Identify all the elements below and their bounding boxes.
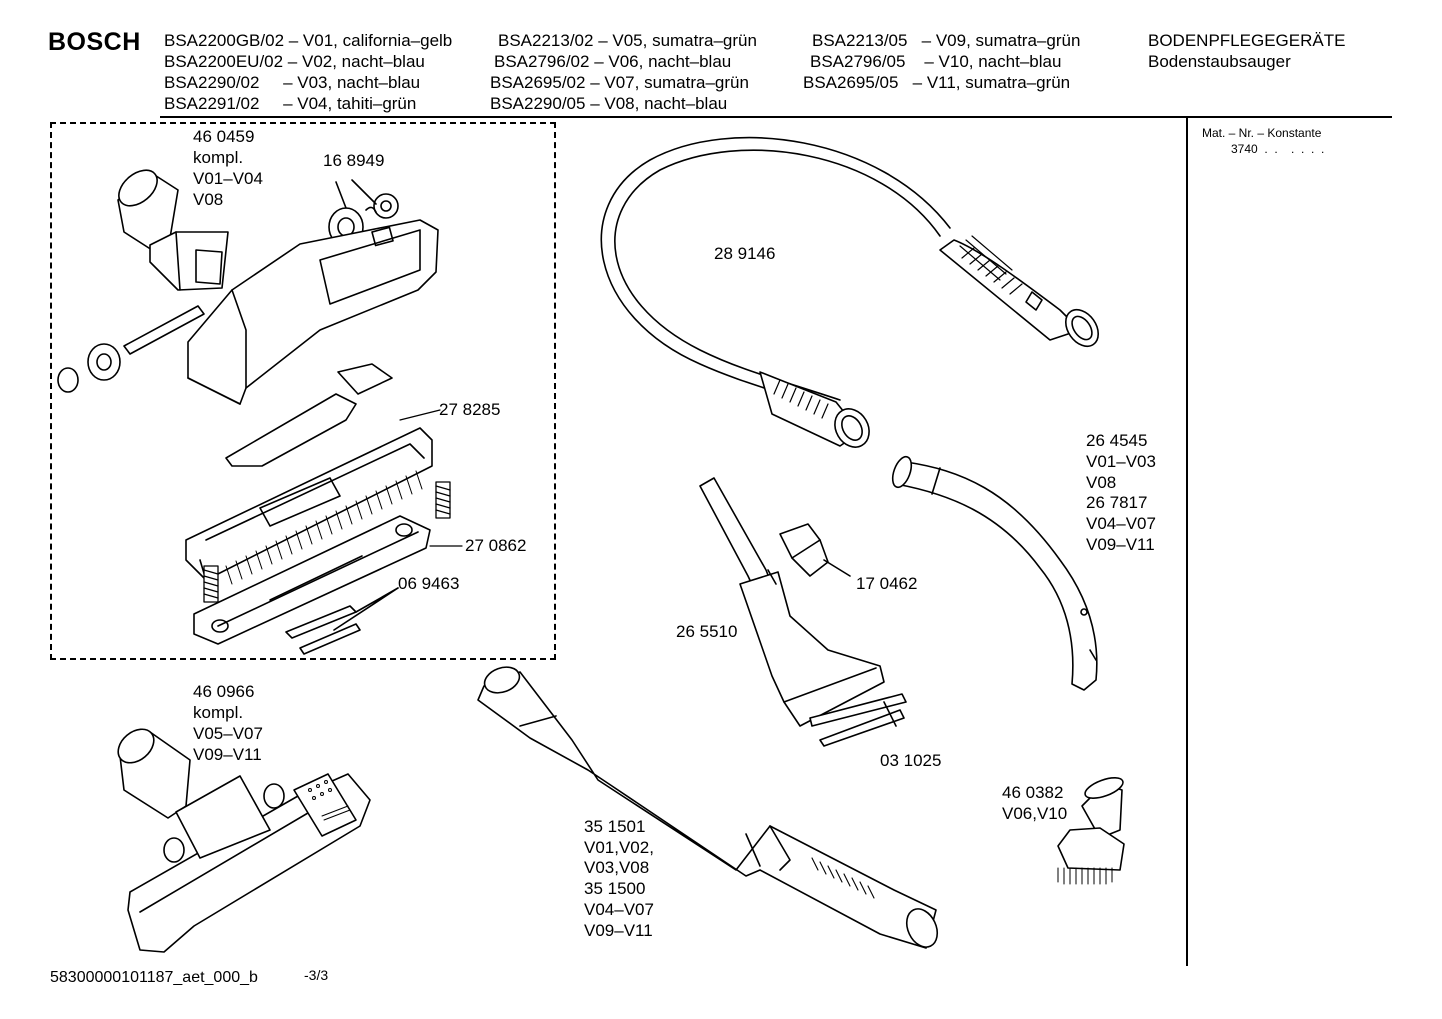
part-170462-number: 17 0462 [856, 574, 918, 593]
part-267817-number: 26 7817 [1086, 493, 1148, 512]
part-264545-number: 26 4545 [1086, 431, 1148, 450]
model-line-1-col-3: BSA2213/05 – V09, sumatra–grün [812, 31, 1081, 50]
part-460966-variant-2: V09–V11 [193, 745, 262, 764]
part-351500-number: 35 1500 [584, 879, 646, 898]
dusting-brush-drawing [1057, 777, 1125, 885]
mat-nr-label: Mat. – Nr. – Konstante [1202, 126, 1322, 140]
part-460382-variant: V06,V10 [1002, 804, 1068, 823]
telescopic-tube-drawing [477, 666, 939, 949]
part-168949-number: 16 8949 [323, 151, 385, 170]
part-069463-number: 06 9463 [398, 574, 460, 593]
part-460459-note: kompl. [193, 148, 244, 167]
part-460966-note: kompl. [193, 703, 244, 722]
sole-plate-drawing [193, 515, 431, 645]
sidebar-divider [1186, 118, 1188, 966]
part-460382-number: 46 0382 [1002, 783, 1064, 802]
hose-drawing [600, 136, 1100, 448]
part-267817-variant-2: V09–V11 [1086, 535, 1155, 554]
leader-lines-left [399, 409, 463, 547]
model-line-3-col-3: BSA2695/05 – V11, sumatra–grün [803, 73, 1071, 92]
part-351500-variant-1: V04–V07 [584, 900, 654, 919]
part-460459-variant-2: V08 [193, 190, 224, 209]
part-270862-number: 27 0862 [465, 536, 527, 555]
part-289146-number: 28 9146 [714, 244, 776, 263]
model-line-3-col-2: BSA2695/02 – V07, sumatra–grün [490, 73, 749, 92]
part-351501-variant-1: V01,V02, [584, 838, 654, 857]
nozzle-housing-drawing [187, 219, 439, 405]
model-line-2-col-3: BSA2796/05 – V10, nacht–blau [810, 52, 1062, 71]
category-title: BODENPFLEGEGERÄTE [1148, 31, 1346, 50]
mat-nr-value: 3740 . . . . . . [1231, 142, 1325, 156]
part-267817-variant-1: V04–V07 [1086, 514, 1156, 533]
part-460966-variant-1: V05–V07 [193, 724, 263, 743]
model-line-4-col-2: BSA2290/05 – V08, nacht–blau [490, 94, 728, 113]
model-line-1-col-1: BSA2200GB/02 – V01, california–gelb [164, 31, 453, 50]
model-line-3-col-1: BSA2290/02 – V03, nacht–blau [164, 73, 421, 92]
part-460459-variant-1: V01–V04 [193, 169, 263, 188]
model-line-4-col-1: BSA2291/02 – V04, tahiti–grün [164, 94, 417, 113]
bosch-logo: BOSCH [48, 28, 141, 56]
subcategory-title: Bodenstaubsauger [1148, 52, 1291, 71]
part-264545-variant-2: V08 [1086, 473, 1117, 492]
model-line-2-col-1: BSA2200EU/02 – V02, nacht–blau [164, 52, 425, 71]
document-id: 58300000101187_aet_000_b [50, 969, 258, 986]
part-460966-number: 46 0966 [193, 682, 255, 701]
axle-drawing [57, 305, 205, 393]
part-460459-number: 46 0459 [193, 127, 255, 146]
header-divider [160, 116, 1392, 118]
felt-strips-drawing [285, 587, 399, 655]
part-351501-number: 35 1501 [584, 817, 646, 836]
complete-floor-nozzle-drawing [117, 728, 371, 953]
upholstery-nozzle-drawing [699, 477, 907, 747]
page-number: -3/3 [304, 967, 329, 983]
model-line-2-col-2: BSA2796/02 – V06, nacht–blau [494, 52, 732, 71]
floor-nozzle-assembly-box [50, 122, 556, 660]
nozzle-neck-drawing [117, 169, 229, 291]
part-264545-variant-1: V01–V03 [1086, 452, 1156, 471]
part-265510-number: 26 5510 [676, 622, 738, 641]
part-351501-variant-2: V03,V08 [584, 858, 650, 877]
part-351500-variant-2: V09–V11 [584, 921, 653, 940]
part-278285-number: 27 8285 [439, 400, 501, 419]
model-line-1-col-2: BSA2213/02 – V05, sumatra–grün [498, 31, 757, 50]
part-031025-number: 03 1025 [880, 751, 942, 770]
slide-plate-drawing [185, 363, 433, 585]
springs-drawing [203, 481, 451, 603]
bent-tube-drawing [891, 455, 1098, 691]
